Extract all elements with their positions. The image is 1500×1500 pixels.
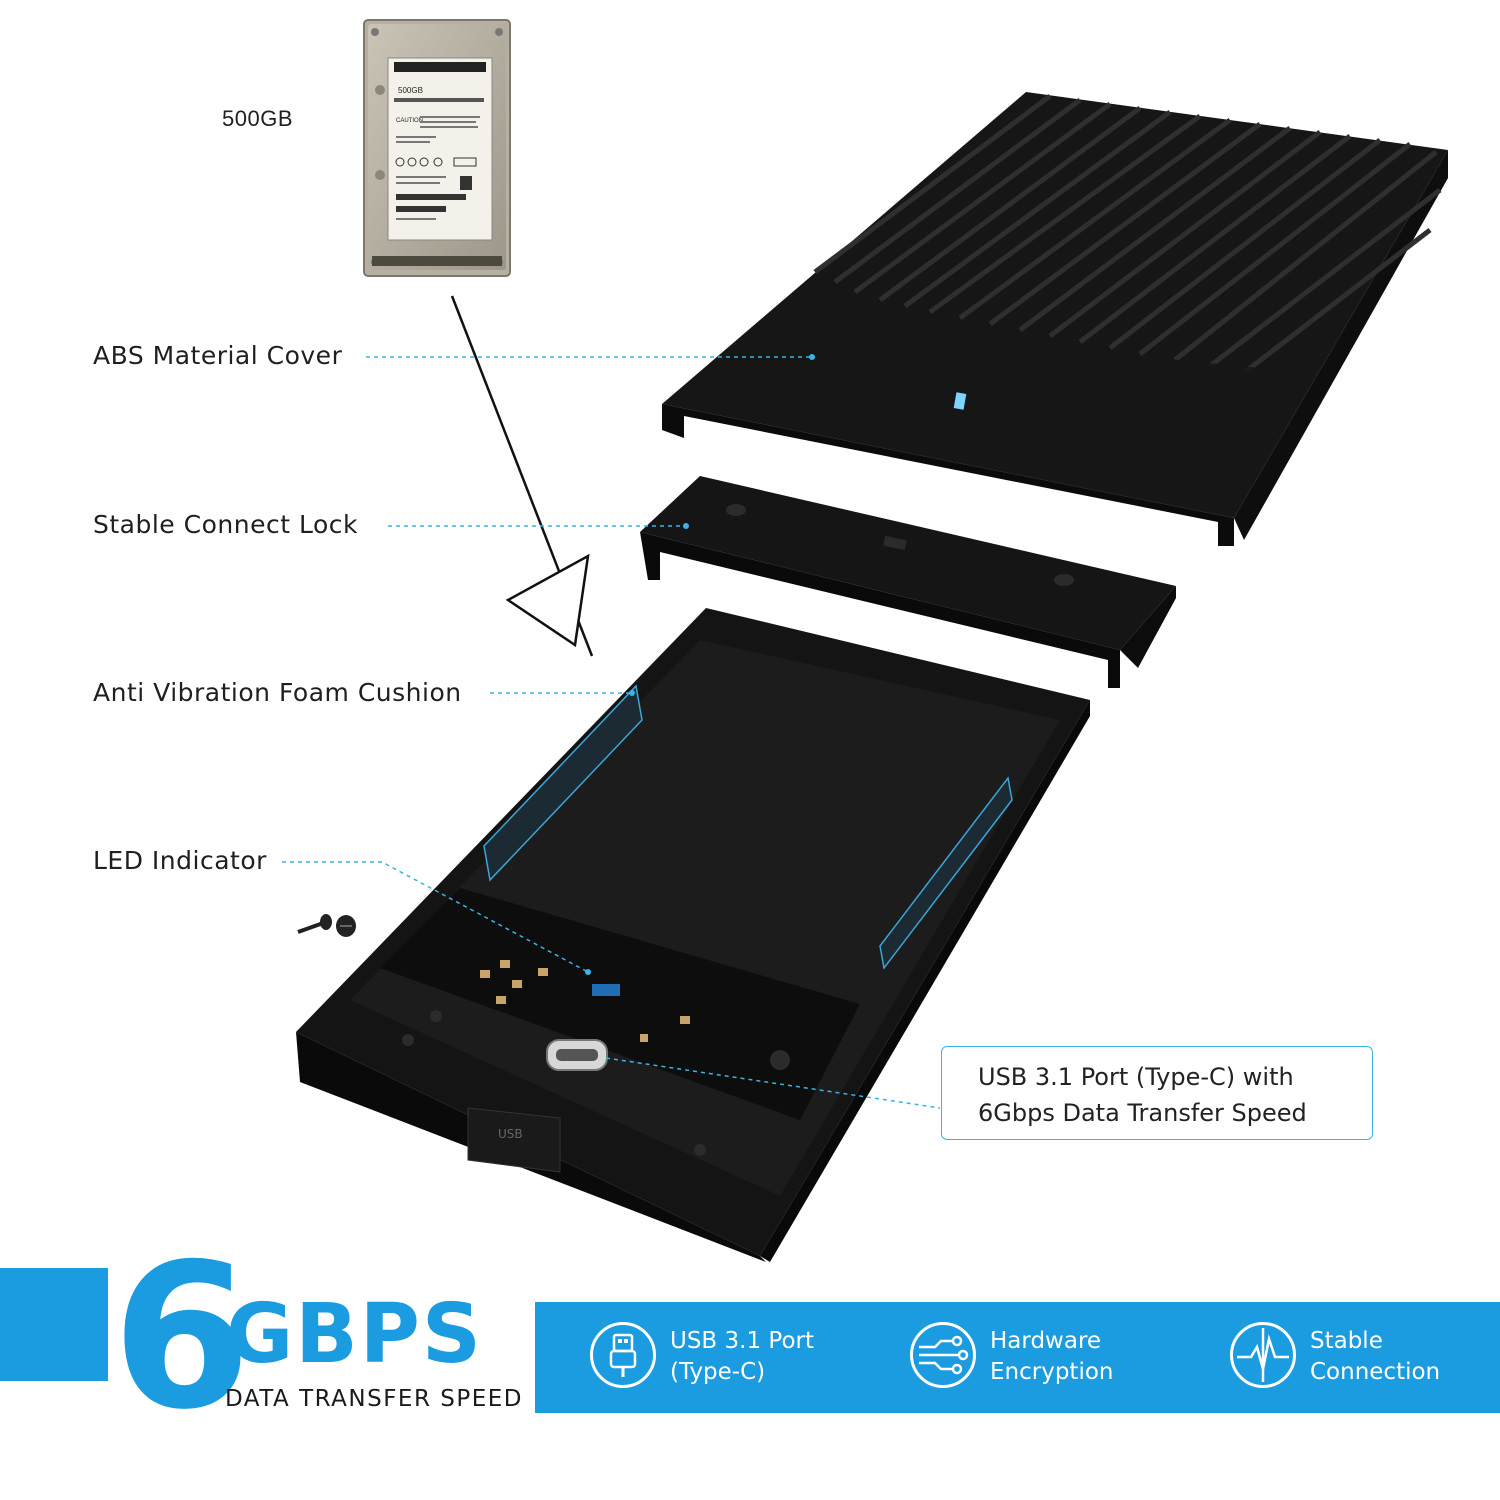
feature-encryption-line2: Encryption [990,1359,1114,1385]
led-indicator-label: LED Indicator [93,846,267,875]
usb-port-mark: USB [498,1127,523,1141]
hdd-capacity-mark: 500GB [398,86,423,95]
hard-drive-image: 500GB CAUTION [363,19,511,277]
connect-lock-image [640,476,1176,688]
feature-usb-line1: USB 3.1 Port [670,1328,815,1354]
speed-unit: GBPS [226,1287,483,1382]
abs-cover-image [662,92,1448,546]
pulse-icon [1230,1322,1296,1388]
hdd-caution-mark: CAUTION [396,118,423,124]
feature-stable-line1: Stable [1310,1328,1383,1354]
feature-stable-line2: Connection [1310,1359,1441,1385]
banner-accent-block [0,1268,108,1381]
insert-arrow [450,295,594,657]
usb-plug-icon [590,1322,656,1388]
foam-cushion-label: Anti Vibration Foam Cushion [93,678,462,707]
usb-port-callout: USB 3.1 Port (Type-C) with 6Gbps Data Tr… [941,1046,1373,1140]
usb-port-callout-line1: USB 3.1 Port (Type-C) with [978,1063,1294,1091]
speed-subtitle: DATA TRANSFER SPEED [225,1386,523,1412]
screws-image [297,914,356,937]
feature-strip: USB 3.1 Port (Type-C) Hardware Encryptio… [535,1302,1500,1413]
feature-encryption-line1: Hardware [990,1328,1102,1354]
hdd-capacity-label: 500GB [222,106,293,131]
connect-lock-label: Stable Connect Lock [93,510,358,539]
leader-lines [282,356,941,1109]
abs-cover-label: ABS Material Cover [93,341,343,370]
speed-number: 6 [112,1221,251,1454]
feature-usb-line2: (Type-C) [670,1359,766,1385]
circuit-icon [910,1322,976,1388]
usb-port-callout-line2: 6Gbps Data Transfer Speed [978,1099,1307,1127]
enclosure-base-image: USB [296,608,1090,1262]
